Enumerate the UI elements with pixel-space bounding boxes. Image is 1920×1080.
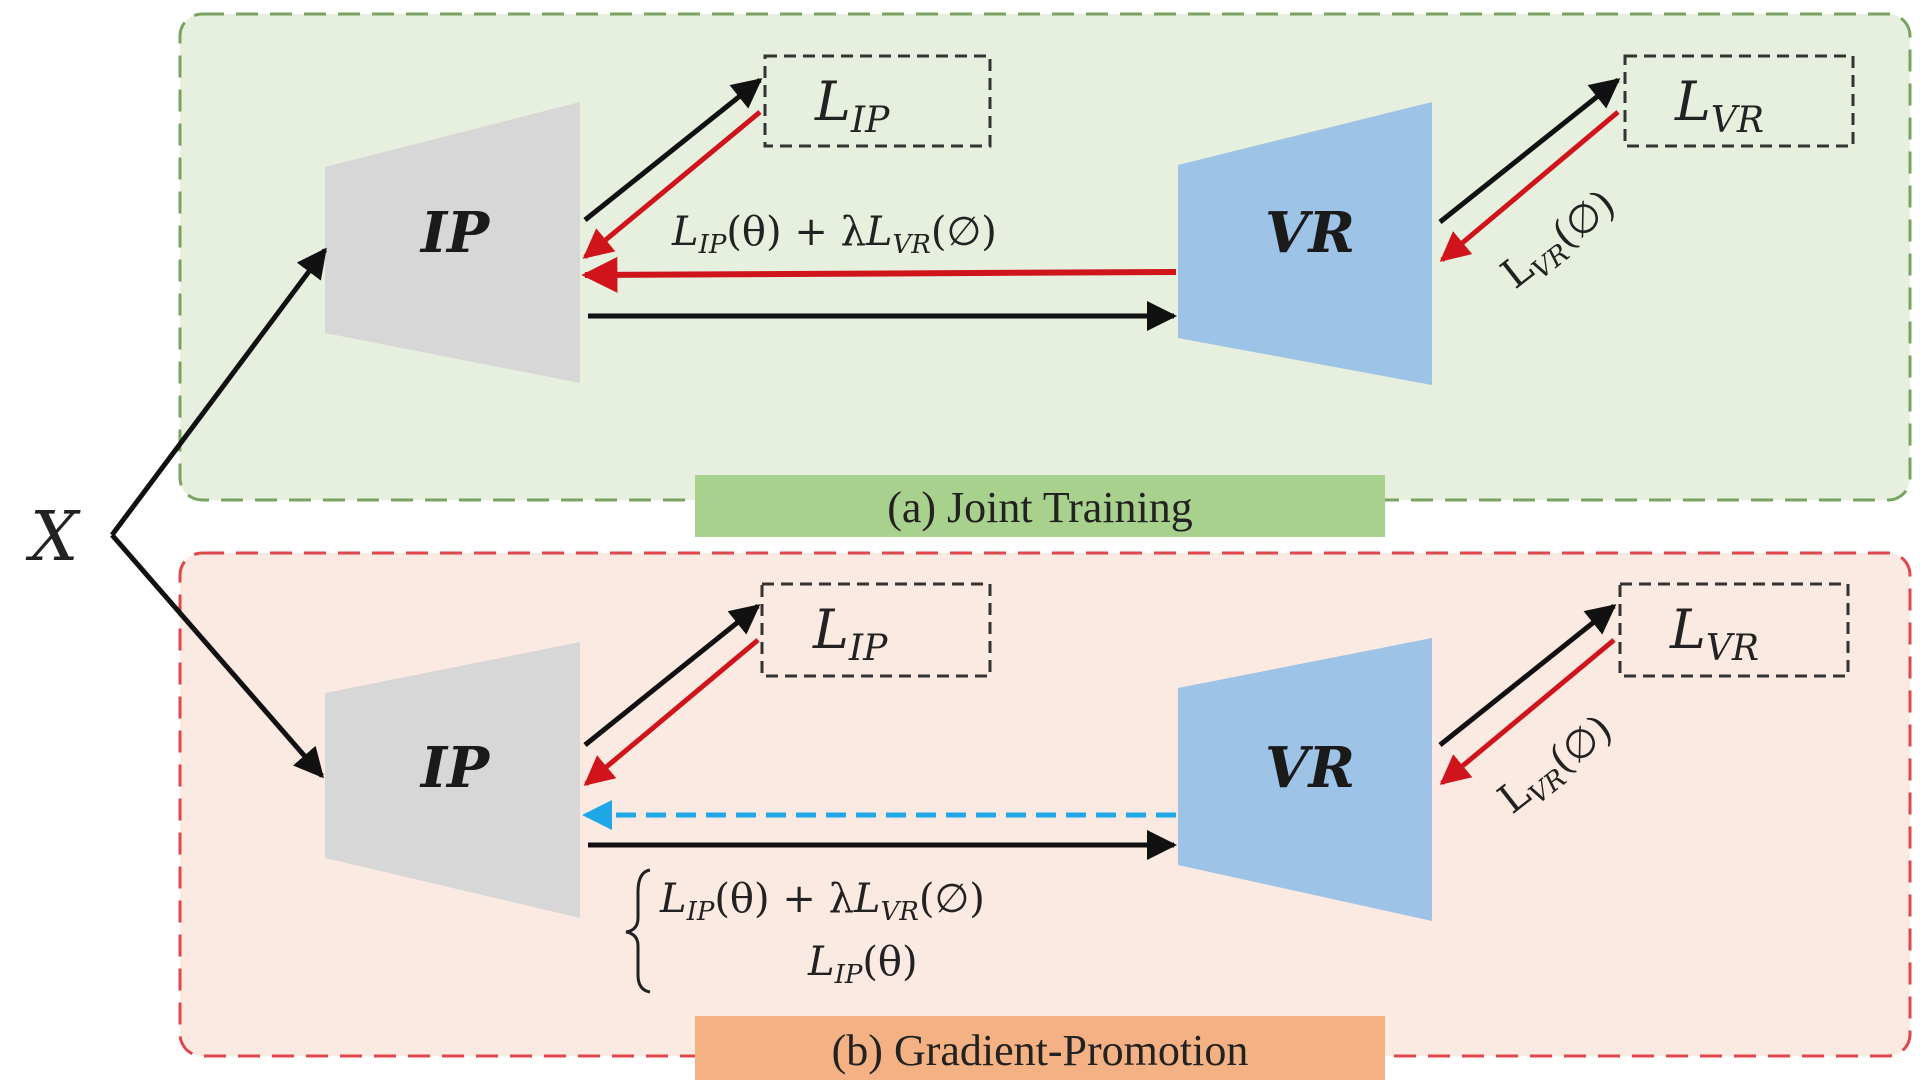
panel-joint-training: IP VR LIP LVR LIP(θ) + λLVR(∅) LVR(∅) — [178, 12, 1912, 537]
ip-block-promotion — [325, 642, 580, 918]
arrow-x-to-joint-ip — [109, 247, 328, 537]
arrow-ip-to-loss-joint — [583, 78, 763, 222]
caption-bg-joint — [695, 475, 1385, 537]
vr-label-promotion: VR — [1265, 735, 1355, 801]
loss-vr-box-joint — [1623, 54, 1855, 148]
grad-loss-to-ip-joint — [582, 110, 762, 259]
loss-vr-text-promotion: LVR — [1669, 598, 1759, 669]
loss-ip-box-joint — [763, 54, 992, 148]
case-brace-promotion — [625, 868, 651, 994]
grad-loss-to-vr-promotion — [1439, 638, 1616, 785]
loss-vr-box-promotion — [1618, 582, 1850, 678]
case-line2-promotion: LIP(θ) — [807, 939, 918, 990]
arrow-ip-to-loss-promotion — [583, 604, 761, 747]
ip-label-promotion: IP — [419, 735, 491, 801]
grad-vr-to-ip-joint — [581, 256, 1177, 293]
vr-label-joint: VR — [1265, 200, 1355, 266]
caption-bg-promotion — [695, 1016, 1385, 1080]
vr-block-joint — [1178, 102, 1432, 385]
loss-vr-text-joint: LVR — [1674, 70, 1764, 141]
grad-loss-to-vr-joint — [1439, 110, 1620, 262]
case-line1-promotion: LIP(θ) + λLVR(∅) — [659, 876, 985, 927]
grad-loss-to-ip-promotion — [583, 638, 760, 786]
arrow-vr-to-loss-joint — [1438, 78, 1621, 224]
loss-ip-text-joint: LIP — [814, 70, 890, 141]
vr-block-promotion — [1178, 638, 1432, 921]
caption-promotion: (b) Gradient-Promotion — [832, 1026, 1249, 1075]
arrow-vr-to-loss-promotion — [1438, 604, 1617, 747]
arrow-x-to-promotion-ip — [110, 533, 324, 779]
ip-block-joint — [325, 102, 580, 383]
input-x-label: X — [25, 498, 81, 577]
combined-loss-label-joint: LIP(θ) + λLVR(∅) — [671, 209, 997, 260]
caption-joint: (a) Joint Training — [887, 483, 1193, 532]
panel-promotion-background — [178, 551, 1912, 1058]
ip-label-joint: IP — [419, 200, 491, 266]
loss-ip-text-promotion: LIP — [812, 598, 888, 669]
panel-gradient-promotion: IP VR LIP LVR LIP(θ) + λLVR(∅) LIP(θ) — [178, 551, 1912, 1080]
loss-ip-box-promotion — [760, 582, 992, 678]
